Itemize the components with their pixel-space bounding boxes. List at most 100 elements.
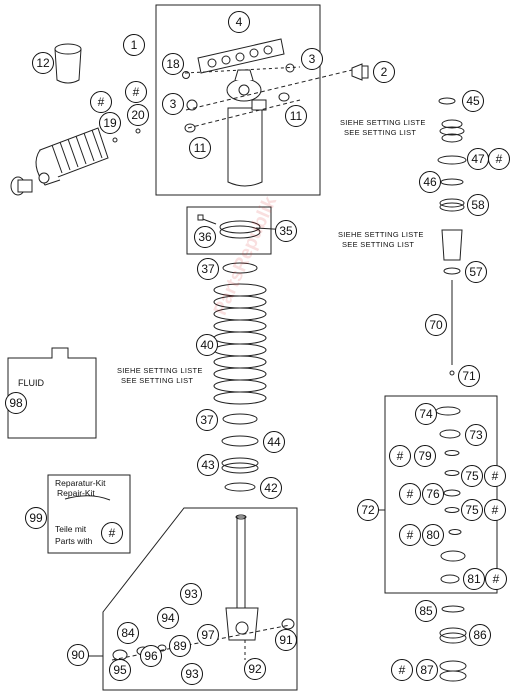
callout-81[interactable]: 81: [463, 568, 485, 590]
callout-3-left[interactable]: 3: [162, 93, 184, 115]
callout-81-hash[interactable]: #: [485, 568, 507, 590]
bolt-head-2: [351, 63, 363, 81]
callout-44[interactable]: 44: [263, 431, 285, 453]
bushing-91: [281, 618, 295, 630]
bolt-nut-2: [361, 65, 369, 79]
callout-11-left[interactable]: 11: [189, 137, 211, 159]
callout-74[interactable]: 74: [415, 403, 437, 425]
part-87: [439, 660, 467, 672]
fluid-label: FLUID: [18, 378, 45, 388]
callout-20[interactable]: 20: [127, 104, 149, 126]
setting-note-mid-en: SEE SETTING LIST: [342, 240, 415, 249]
callout-79[interactable]: 79: [414, 445, 436, 467]
bushing-86-base: [439, 632, 467, 644]
callout-11-right[interactable]: 11: [285, 105, 307, 127]
callout-76-hash[interactable]: #: [399, 483, 421, 505]
callout-45[interactable]: 45: [462, 90, 484, 112]
protective-sleeve-12: [54, 43, 82, 84]
callout-70[interactable]: 70: [425, 314, 447, 336]
shock-body-group-frame: [155, 4, 321, 196]
piston-58: [439, 198, 465, 208]
callout-99[interactable]: 99: [25, 507, 47, 529]
piston-rod-group-frame: [102, 507, 298, 691]
callout-75-upper[interactable]: 75: [461, 465, 483, 487]
callout-93-upper[interactable]: 93: [180, 583, 202, 605]
callout-hash-right[interactable]: #: [125, 81, 147, 103]
callout-kit-hash[interactable]: #: [101, 522, 123, 544]
callout-42[interactable]: 42: [260, 477, 282, 499]
callout-84[interactable]: 84: [117, 622, 139, 644]
callout-75-lower[interactable]: 75: [461, 499, 483, 521]
callout-92[interactable]: 92: [244, 658, 266, 680]
callout-4[interactable]: 4: [228, 11, 250, 33]
callout-94[interactable]: 94: [157, 607, 179, 629]
kit-label-de: Reparatur-Kit: [55, 478, 106, 488]
ring-44: [221, 435, 259, 447]
callout-36[interactable]: 36: [194, 226, 216, 248]
callout-80[interactable]: 80: [422, 524, 444, 546]
callout-58[interactable]: 58: [467, 194, 489, 216]
callout-98[interactable]: 98: [5, 392, 27, 414]
callout-1[interactable]: 1: [123, 34, 145, 56]
callout-hash-left[interactable]: #: [90, 91, 112, 113]
kit-parts-en: Parts with: [55, 536, 93, 546]
callout-19[interactable]: 19: [99, 112, 121, 134]
nut-43: [221, 457, 259, 469]
repair-kit-box: [47, 474, 131, 554]
piston-rod-eye: [225, 607, 259, 641]
callout-76[interactable]: 76: [422, 483, 444, 505]
shim-stack-setting: [441, 229, 463, 261]
ring-11-left: [184, 123, 196, 133]
callout-47-hash[interactable]: #: [488, 148, 510, 170]
callout-2[interactable]: 2: [373, 61, 395, 83]
fluid-bottle: [7, 347, 97, 439]
callout-18[interactable]: 18: [162, 53, 184, 75]
shock-head: [234, 69, 254, 81]
callout-86[interactable]: 86: [469, 624, 491, 646]
setting-note-top-de: SIEHE SETTING LISTE: [340, 118, 426, 127]
callout-12[interactable]: 12: [32, 52, 54, 74]
spring-retainer-group-frame: [186, 206, 272, 255]
shock-body-cylinder: [227, 107, 263, 187]
callout-37-upper[interactable]: 37: [197, 258, 219, 280]
callout-37-lower[interactable]: 37: [196, 409, 218, 431]
callout-79-hash[interactable]: #: [389, 445, 411, 467]
valve-73: [439, 429, 461, 439]
callout-3-right[interactable]: 3: [301, 48, 323, 70]
callout-35[interactable]: 35: [275, 220, 297, 242]
callout-96[interactable]: 96: [140, 645, 162, 667]
callout-90[interactable]: 90: [67, 644, 89, 666]
ring-47: [437, 155, 467, 165]
callout-97[interactable]: 97: [197, 624, 219, 646]
washer-3-right: [285, 63, 295, 73]
callout-89[interactable]: 89: [169, 635, 191, 657]
callout-80-hash[interactable]: #: [399, 524, 421, 546]
callout-85[interactable]: 85: [415, 600, 437, 622]
axis-line-lower: [187, 99, 301, 129]
axis-line-top: [184, 66, 301, 74]
callout-73[interactable]: 73: [465, 424, 487, 446]
callout-75-upper-hash[interactable]: #: [484, 465, 506, 487]
screw-36: [197, 214, 217, 225]
callout-47[interactable]: 47: [467, 148, 489, 170]
callout-87-hash[interactable]: #: [391, 659, 413, 681]
callout-91[interactable]: 91: [275, 629, 297, 651]
callout-87[interactable]: 87: [416, 659, 438, 681]
callout-75-lower-hash[interactable]: #: [484, 499, 506, 521]
washer-3-left: [186, 99, 198, 111]
callout-95[interactable]: 95: [109, 659, 131, 681]
callout-93-lower[interactable]: 93: [181, 663, 203, 685]
piston-rod: [236, 516, 246, 610]
callout-43[interactable]: 43: [197, 454, 219, 476]
shock-eye-bushing: [238, 84, 250, 96]
callout-71[interactable]: 71: [458, 365, 480, 387]
callout-40[interactable]: 40: [196, 334, 218, 356]
callout-72[interactable]: 72: [357, 499, 379, 521]
shock-top-eye: [226, 78, 262, 102]
washer-57: [443, 267, 461, 275]
callout-46[interactable]: 46: [419, 171, 441, 193]
setting-note-top-en: SEE SETTING LIST: [344, 128, 417, 137]
callout-57[interactable]: 57: [465, 261, 487, 283]
washer-75-upper: [444, 470, 460, 476]
reservoir-bolt: [135, 128, 141, 134]
